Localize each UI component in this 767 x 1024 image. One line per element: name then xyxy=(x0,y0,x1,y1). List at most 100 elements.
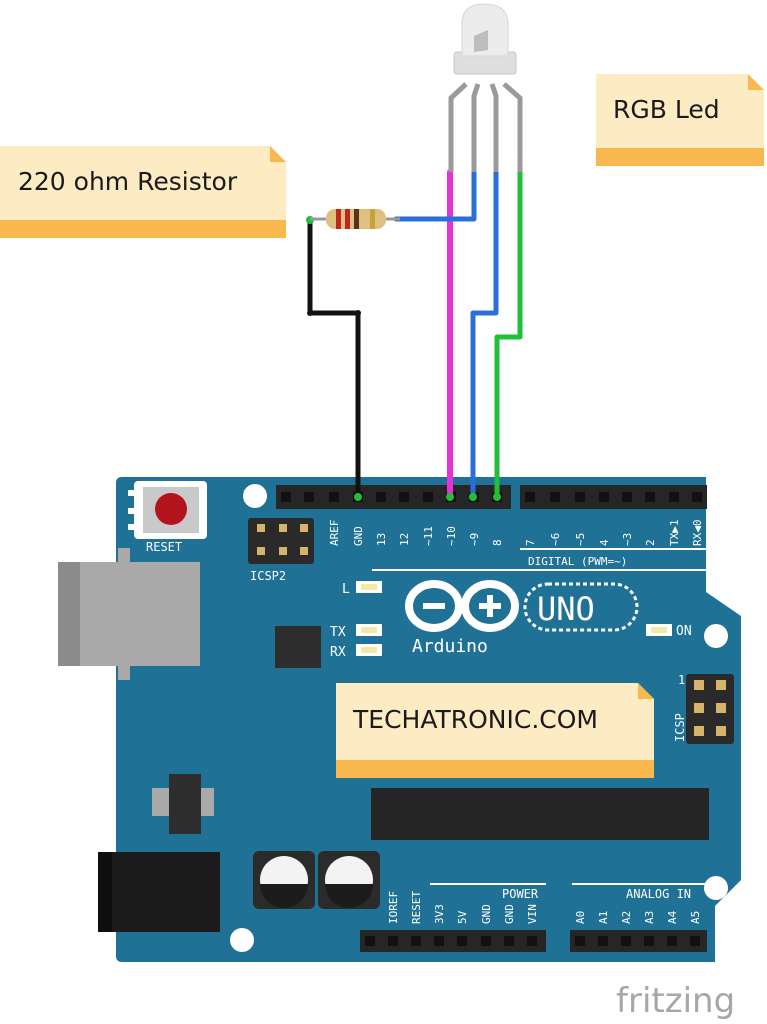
analog-label: ANALOG IN xyxy=(626,887,691,901)
power-pin-label: VIN xyxy=(526,904,539,924)
header-pin-hole xyxy=(621,936,631,946)
power-pin-label: 3V3 xyxy=(433,904,446,924)
digital-pin-label: 12 xyxy=(398,533,411,546)
digital-pin-label: TX▶1 xyxy=(668,520,681,547)
header-pin-hole xyxy=(527,936,537,946)
led-on-label: ON xyxy=(676,624,692,639)
smd-chip xyxy=(275,626,321,668)
wire-gnd-black xyxy=(307,217,361,500)
analog-pin-label: A4 xyxy=(666,910,679,924)
header-pin-hole xyxy=(598,936,608,946)
digital-pin-label: AREF xyxy=(328,520,341,547)
analog-pin-label: A0 xyxy=(574,911,587,924)
analog-pin-label: A1 xyxy=(597,911,610,924)
header-pin-hole xyxy=(550,492,560,502)
resistor-220-ohm xyxy=(310,209,400,229)
fritzing-watermark: fritzing xyxy=(616,981,735,1021)
mounting-hole xyxy=(704,876,728,900)
header-pin-hole xyxy=(304,492,314,502)
power-barrel-jack xyxy=(98,852,220,932)
digital-pin-label: ~3 xyxy=(621,533,634,546)
header-pin-hole xyxy=(481,936,491,946)
reset-label: RESET xyxy=(146,540,182,554)
capacitor xyxy=(318,851,380,909)
header-pin-hole xyxy=(644,936,654,946)
icsp2-label: ICSP2 xyxy=(250,569,286,583)
mounting-hole xyxy=(704,624,728,648)
header-pin-hole xyxy=(575,492,585,502)
digital-pin-label: 13 xyxy=(375,533,388,546)
note-resistor-text: 220 ohm Resistor xyxy=(18,167,238,196)
power-pin-label: IOREF xyxy=(387,891,400,924)
icsp2-header xyxy=(248,518,314,564)
digital-label: DIGITAL (PWM=~) xyxy=(528,555,627,568)
analog-pin-label: A3 xyxy=(643,911,656,924)
digital-pin-label: ~9 xyxy=(468,533,481,546)
voltage-regulator xyxy=(152,774,214,834)
header-pin-hole xyxy=(423,492,433,502)
uno-label: UNO xyxy=(537,590,595,628)
power-pin-label: GND xyxy=(480,904,493,924)
header-pin-hole xyxy=(399,492,409,502)
header-pin-hole xyxy=(376,492,386,502)
led-l-label: L xyxy=(342,582,350,597)
microcontroller-chip xyxy=(371,788,709,840)
note-rgb-led: RGB Led xyxy=(596,74,764,166)
header-pin-hole xyxy=(411,936,421,946)
wire-resistor-led-blue xyxy=(393,169,477,222)
icsp-pin1-label: 1 xyxy=(678,673,685,687)
usb-connector xyxy=(58,548,200,680)
header-pin-hole xyxy=(645,492,655,502)
uno-badge xyxy=(523,582,639,632)
digital-pin-label: ~5 xyxy=(574,533,587,546)
digital-pin-label: 4 xyxy=(598,539,611,546)
note-website: TECHATRONIC.COM xyxy=(336,683,654,778)
arduino-brand-label: Arduino xyxy=(412,636,488,657)
power-pin-label: 5V xyxy=(456,910,469,924)
digital-pin-label: GND xyxy=(352,526,365,546)
power-header xyxy=(360,930,546,952)
header-pin-hole xyxy=(669,492,679,502)
capacitor xyxy=(253,851,315,909)
rgb-led xyxy=(448,3,523,172)
arduino-infinity-logo xyxy=(405,580,519,632)
led-rx-label: RX xyxy=(330,645,346,660)
header-pin-hole xyxy=(667,936,677,946)
analog-pin-label: A5 xyxy=(689,911,702,924)
header-pin-hole xyxy=(365,936,375,946)
mounting-hole xyxy=(230,928,254,952)
header-pin-hole xyxy=(690,936,700,946)
digital-pin-label: RX◀0 xyxy=(691,520,704,547)
header-pin-hole xyxy=(599,492,609,502)
digital-pin-label: 2 xyxy=(644,539,657,546)
digital-pin-label: ~11 xyxy=(422,526,435,546)
header-pin-hole xyxy=(504,936,514,946)
header-pin-hole xyxy=(525,492,535,502)
led-tx-label: TX xyxy=(330,625,346,640)
bottom-header-pins xyxy=(365,936,700,946)
header-pin-hole xyxy=(434,936,444,946)
header-pin-hole xyxy=(622,492,632,502)
power-pin-label: RESET xyxy=(410,891,423,924)
wire-pin9-blue xyxy=(470,169,499,500)
power-label: POWER xyxy=(502,887,539,901)
header-pin-hole xyxy=(692,492,702,502)
header-pin-hole xyxy=(281,492,291,502)
digital-pin-label: ~10 xyxy=(445,526,458,546)
digital-pin-label: 7 xyxy=(524,539,537,546)
digital-pin-label: ~6 xyxy=(549,533,562,546)
note-led-text: RGB Led xyxy=(613,95,720,124)
header-pin-hole xyxy=(575,936,585,946)
icsp-label: ICSP xyxy=(673,713,687,742)
mounting-hole xyxy=(243,484,267,508)
wires xyxy=(306,169,523,501)
digital-pin-label: 8 xyxy=(491,539,504,546)
reset-button[interactable] xyxy=(128,481,207,539)
power-pin-label: GND xyxy=(503,904,516,924)
note-resistor: 220 ohm Resistor xyxy=(0,146,286,238)
icsp-header xyxy=(686,674,734,744)
analog-header xyxy=(570,930,707,952)
